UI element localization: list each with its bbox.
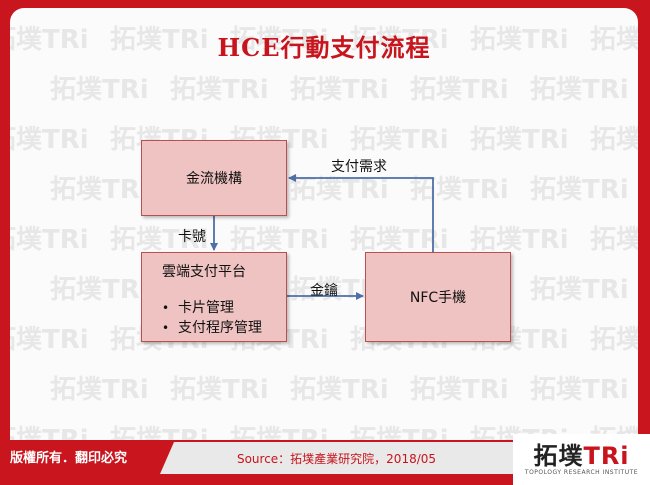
logo-text-cn: 拓墣 bbox=[533, 441, 584, 470]
tri-logo: 拓墣TRi TOPOLOGY RESEARCH INSTITUTE bbox=[513, 434, 650, 485]
node-cloud-bullet: 卡片管理 bbox=[162, 298, 286, 318]
source-text: Source：拓墣產業研究院，2018/05 bbox=[236, 451, 437, 466]
node-cloud-bullet: 支付程序管理 bbox=[162, 318, 286, 338]
copyright-notice: 版權所有．翻印必究 bbox=[10, 451, 128, 466]
edge-label-card-number: 卡號 bbox=[178, 229, 206, 245]
arrow-payment-demand bbox=[288, 174, 434, 252]
node-nfc-phone: NFC手機 bbox=[365, 252, 511, 342]
slide-canvas: 拓墣TRi拓墣TRi拓墣TRi拓墣TRi拓墣TRi拓墣TRi拓墣TRi拓墣TRi… bbox=[10, 8, 638, 440]
node-cloud-title: 雲端支付平台 bbox=[162, 264, 246, 280]
node-finance-institution: 金流機構 bbox=[141, 140, 287, 216]
edge-label-payment-demand: 支付需求 bbox=[331, 159, 387, 175]
node-cloud-payment-platform: 雲端支付平台 卡片管理 支付程序管理 bbox=[141, 252, 287, 342]
slide-title: HCE行動支付流程 bbox=[217, 33, 431, 62]
node-nfc-label: NFC手機 bbox=[409, 290, 467, 306]
logo-subtitle: TOPOLOGY RESEARCH INSTITUTE bbox=[524, 468, 639, 476]
logo-wordmark: 拓墣TRi bbox=[533, 443, 629, 469]
edge-label-key: 金鑰 bbox=[310, 283, 338, 299]
node-finance-label: 金流機構 bbox=[186, 171, 242, 187]
logo-text-tri: TRi bbox=[583, 441, 630, 470]
flow-arrows bbox=[210, 174, 434, 300]
source-bar: Source：拓墣產業研究院，2018/05 bbox=[160, 442, 513, 474]
